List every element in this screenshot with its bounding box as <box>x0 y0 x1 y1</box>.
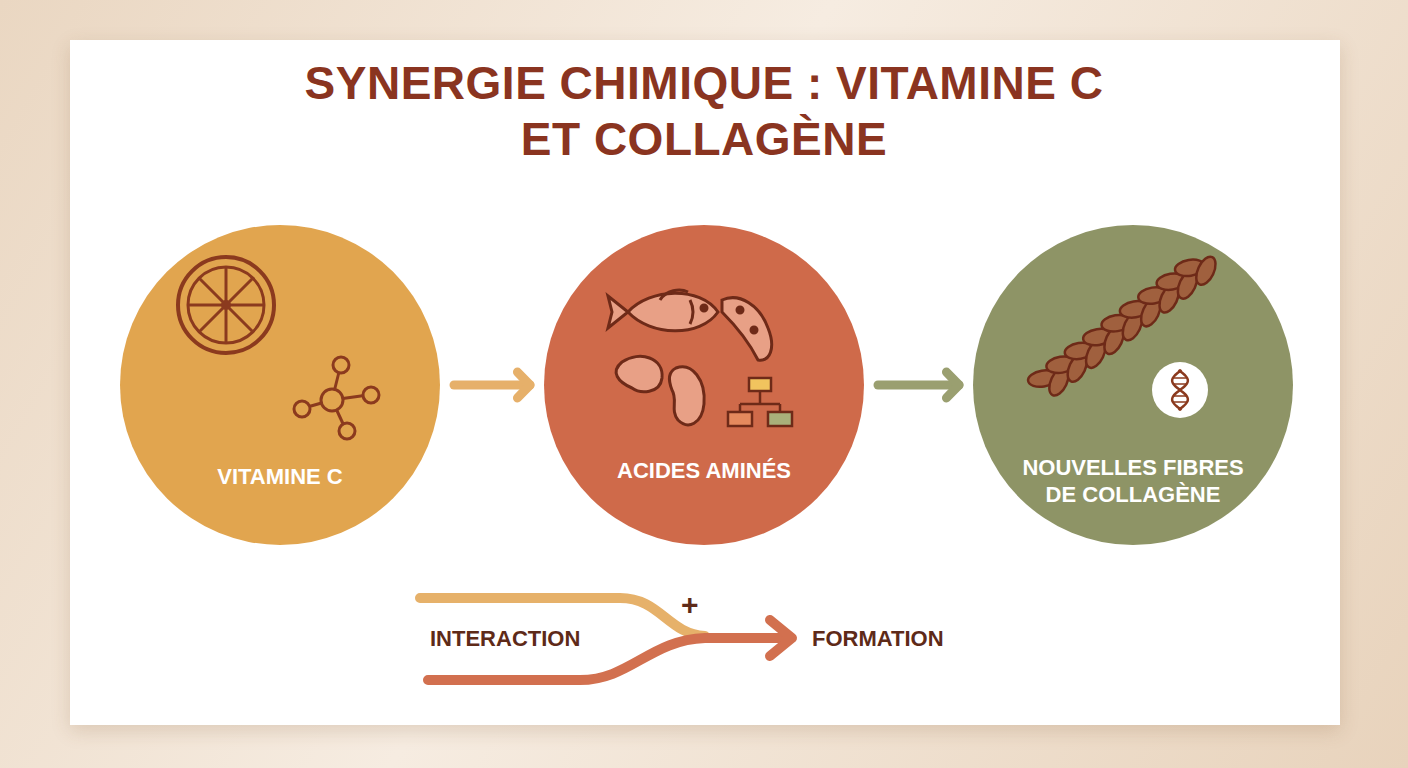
dna-rung <box>1173 377 1188 379</box>
fish-icon <box>608 290 718 331</box>
dna-rung <box>1173 395 1186 397</box>
process-circle: NOUVELLES FIBRES DE COLLAGÈNE <box>973 225 1293 545</box>
circle-fill <box>120 225 440 545</box>
node-label: ACIDES AMINÉS <box>617 457 791 485</box>
dna-rung <box>1179 407 1181 409</box>
node-label-wrap: ACIDES AMINÉS <box>579 457 829 485</box>
molecule-icon <box>294 357 379 439</box>
beans-icon <box>616 356 704 424</box>
dna-strand <box>1172 370 1188 410</box>
circle-fill <box>544 225 864 545</box>
arrow-shaft <box>878 381 959 390</box>
node-label-wrap: NOUVELLES FIBRES DE COLLAGÈNE <box>1008 454 1258 509</box>
flow-arrow <box>878 372 959 398</box>
arrow-shaft <box>454 381 530 390</box>
circle-fill <box>973 225 1293 545</box>
arrow-head <box>517 372 530 398</box>
arrow-head <box>946 372 959 398</box>
flow-label: INTERACTION <box>430 626 580 652</box>
dna-icon <box>1152 362 1208 418</box>
dna-strand <box>1172 370 1188 410</box>
node-label-wrap: VITAMINE C <box>155 463 405 491</box>
flow-label: FORMATION <box>812 626 944 652</box>
circle-outline <box>120 225 440 545</box>
process-circle: VITAMINE C <box>120 225 440 545</box>
circle-outline <box>544 225 864 545</box>
node-label: VITAMINE C <box>217 463 342 491</box>
braid-strand <box>1192 254 1219 288</box>
node-label: NOUVELLES FIBRES DE COLLAGÈNE <box>1008 454 1258 509</box>
process-circle: ACIDES AMINÉS <box>544 225 864 545</box>
diagram-title: SYNERGIE CHIMIQUE : VITAMINE C ET COLLAG… <box>284 55 1124 167</box>
dna-rung <box>1179 371 1181 373</box>
dna-rung <box>1173 401 1188 403</box>
bean-pod-icon <box>722 298 772 360</box>
flow-arrow <box>454 372 530 398</box>
dna-rung <box>1173 383 1186 385</box>
stream-arrowhead <box>770 620 792 656</box>
flowchart-icon <box>728 378 792 426</box>
citrus-icon <box>178 257 274 353</box>
plus-sign: + <box>681 588 699 622</box>
